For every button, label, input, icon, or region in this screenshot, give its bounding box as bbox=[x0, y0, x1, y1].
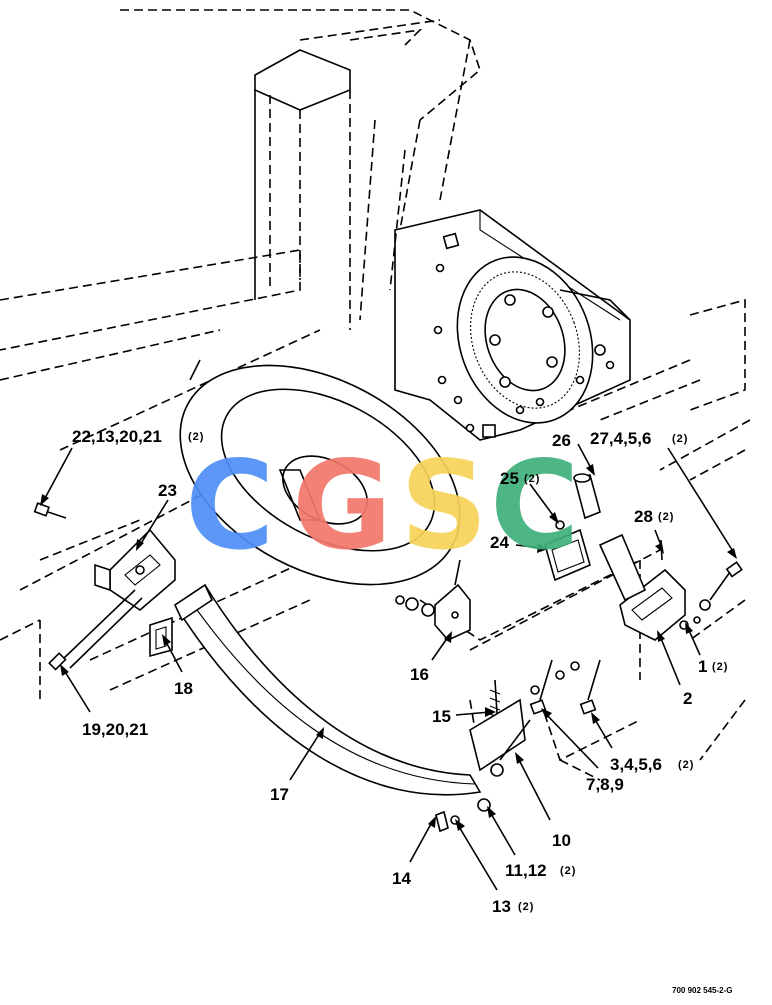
bolt-19 bbox=[48, 589, 143, 671]
watermark-letter-c2: C bbox=[490, 435, 580, 577]
callout-14: 14 bbox=[392, 869, 411, 888]
callout-11-qty: (2) bbox=[560, 865, 576, 877]
plate-18 bbox=[149, 616, 173, 658]
gearbox-housing bbox=[394, 209, 631, 441]
callout-13: 13 bbox=[492, 897, 511, 916]
callout-2: 2 bbox=[683, 689, 692, 708]
callout-15: 15 bbox=[432, 707, 451, 726]
callout-10: 10 bbox=[552, 831, 571, 850]
figure-code: 700 902 545-2-G bbox=[672, 986, 733, 995]
handle-17 bbox=[173, 583, 482, 796]
callout-23: 23 bbox=[158, 481, 177, 500]
callout-27-qty: (2) bbox=[672, 433, 688, 445]
callout-27: 27,4,5,6 bbox=[590, 429, 651, 448]
callout-3-qty: (2) bbox=[678, 759, 694, 771]
watermark-letter-c1: C bbox=[185, 435, 275, 577]
callout-17: 17 bbox=[270, 785, 289, 804]
callout-13-qty: (2) bbox=[518, 901, 534, 913]
watermark-letter-g: G bbox=[292, 435, 392, 577]
callout-7: 7,8,9 bbox=[586, 775, 624, 794]
callout-28: 28 bbox=[634, 507, 653, 526]
callout-22: 22,13,20,21 bbox=[72, 427, 162, 446]
callout-1: 1 bbox=[698, 657, 707, 676]
callout-24: 24 bbox=[490, 533, 509, 552]
bracket-23 bbox=[94, 528, 176, 612]
callout-22-qty: (2) bbox=[188, 431, 204, 443]
clip-16 bbox=[395, 583, 471, 641]
bracket-2 bbox=[598, 533, 701, 641]
callout-11: 11,12 bbox=[505, 861, 547, 880]
callout-16: 16 bbox=[410, 665, 429, 684]
wheel-pulley bbox=[179, 359, 461, 586]
callout-3: 3,4,5,6 bbox=[610, 755, 662, 774]
leader-lines bbox=[40, 443, 737, 891]
callout-18: 18 bbox=[174, 679, 193, 698]
block-24 bbox=[544, 520, 591, 582]
watermark-letter-s: S bbox=[400, 435, 488, 577]
callout-26: 26 bbox=[552, 431, 571, 450]
callout-28-qty: (2) bbox=[658, 511, 674, 523]
callout-25-qty: (2) bbox=[524, 473, 540, 485]
callout-1-qty: (2) bbox=[712, 661, 728, 673]
shaft-26 bbox=[573, 473, 601, 520]
watermark-logo: C G S C bbox=[185, 435, 580, 577]
callout-19: 19,20,21 bbox=[82, 720, 148, 739]
callout-25: 25 bbox=[500, 469, 519, 488]
lower-mechanism bbox=[435, 698, 531, 833]
callout-labels: 22,13,20,21 (2) 23 19,20,21 18 17 16 15 … bbox=[72, 427, 728, 916]
machine-frame bbox=[0, 9, 751, 781]
bolts-right bbox=[529, 659, 601, 715]
bolt-22 bbox=[33, 502, 67, 519]
